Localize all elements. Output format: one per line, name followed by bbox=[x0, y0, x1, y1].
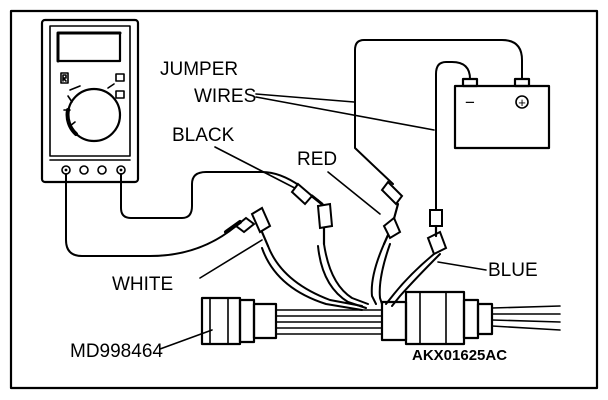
figure-code: AKX01625AC bbox=[412, 347, 507, 364]
leader-jumper-1 bbox=[255, 93, 355, 103]
probe-com bbox=[234, 216, 256, 234]
range-marker-b bbox=[60, 72, 69, 84]
battery-positive-mark bbox=[515, 95, 529, 109]
label-tool-number: MD998464 bbox=[70, 341, 163, 362]
meter-lead-v bbox=[120, 171, 301, 219]
label-white: WHITE bbox=[112, 274, 173, 295]
battery-icon: − + bbox=[453, 77, 551, 150]
connector-right-outer bbox=[404, 290, 466, 346]
jack-3 bbox=[97, 165, 107, 175]
label-blue: BLUE bbox=[488, 260, 538, 281]
jumper-wire-positive bbox=[354, 39, 523, 185]
battery-body bbox=[453, 84, 551, 150]
connector-left-outer bbox=[200, 296, 242, 346]
battery-terminal-negative bbox=[461, 77, 479, 88]
harness-wire-white-1 bbox=[267, 245, 363, 307]
connector-junction bbox=[380, 300, 408, 342]
diagram-frame bbox=[9, 9, 599, 390]
connector-wire-bundle bbox=[275, 309, 383, 335]
battery-negative-symbol: − bbox=[465, 93, 475, 112]
harness-wire-blue-1 bbox=[385, 253, 435, 305]
label-black: BLACK bbox=[172, 125, 235, 146]
multimeter-switch-2 bbox=[115, 90, 125, 99]
connector-exit-wires bbox=[491, 305, 561, 331]
battery-positive-symbol: + bbox=[518, 95, 526, 110]
leader-tool bbox=[159, 329, 213, 350]
jack-2 bbox=[79, 165, 89, 175]
clip-blue bbox=[429, 209, 443, 227]
harness-wire-black-2 bbox=[317, 245, 367, 309]
clip-white bbox=[250, 206, 272, 234]
harness-wire-red-1 bbox=[370, 243, 385, 305]
label-red: RED bbox=[297, 149, 337, 170]
multimeter-face bbox=[49, 25, 131, 157]
multimeter-icon bbox=[40, 18, 140, 184]
harness-wire-red-2 bbox=[378, 243, 391, 305]
battery-terminal-positive bbox=[513, 77, 531, 88]
multimeter-switch-1 bbox=[115, 73, 125, 82]
harness-wire-white-2 bbox=[261, 247, 363, 311]
harness-wire-black-1 bbox=[323, 243, 369, 305]
multimeter-display bbox=[56, 31, 122, 63]
clip-black bbox=[316, 202, 334, 230]
jumper-wire-negative bbox=[435, 61, 471, 219]
label-jumper: JUMPER bbox=[160, 59, 238, 80]
harness-wire-blue-2 bbox=[391, 253, 441, 307]
leader-white bbox=[199, 239, 263, 279]
alligator-clip-icon bbox=[316, 202, 334, 246]
label-wires: WIRES bbox=[194, 86, 256, 107]
alligator-clip-icon bbox=[250, 206, 272, 248]
multimeter-body bbox=[40, 18, 140, 184]
meter-lead-com bbox=[65, 173, 237, 257]
harness-wires bbox=[261, 243, 441, 311]
leader-red bbox=[327, 171, 381, 215]
leader-jumper-2 bbox=[255, 96, 435, 131]
harness-connector-icon bbox=[200, 290, 561, 346]
leader-blue bbox=[437, 261, 487, 271]
test-probe-icon bbox=[380, 180, 404, 246]
probe-v bbox=[290, 182, 314, 206]
alligator-clip-icon bbox=[426, 209, 448, 256]
test-probe-icon bbox=[290, 182, 324, 206]
test-probe-icon bbox=[224, 216, 256, 234]
probe-red bbox=[380, 180, 404, 206]
